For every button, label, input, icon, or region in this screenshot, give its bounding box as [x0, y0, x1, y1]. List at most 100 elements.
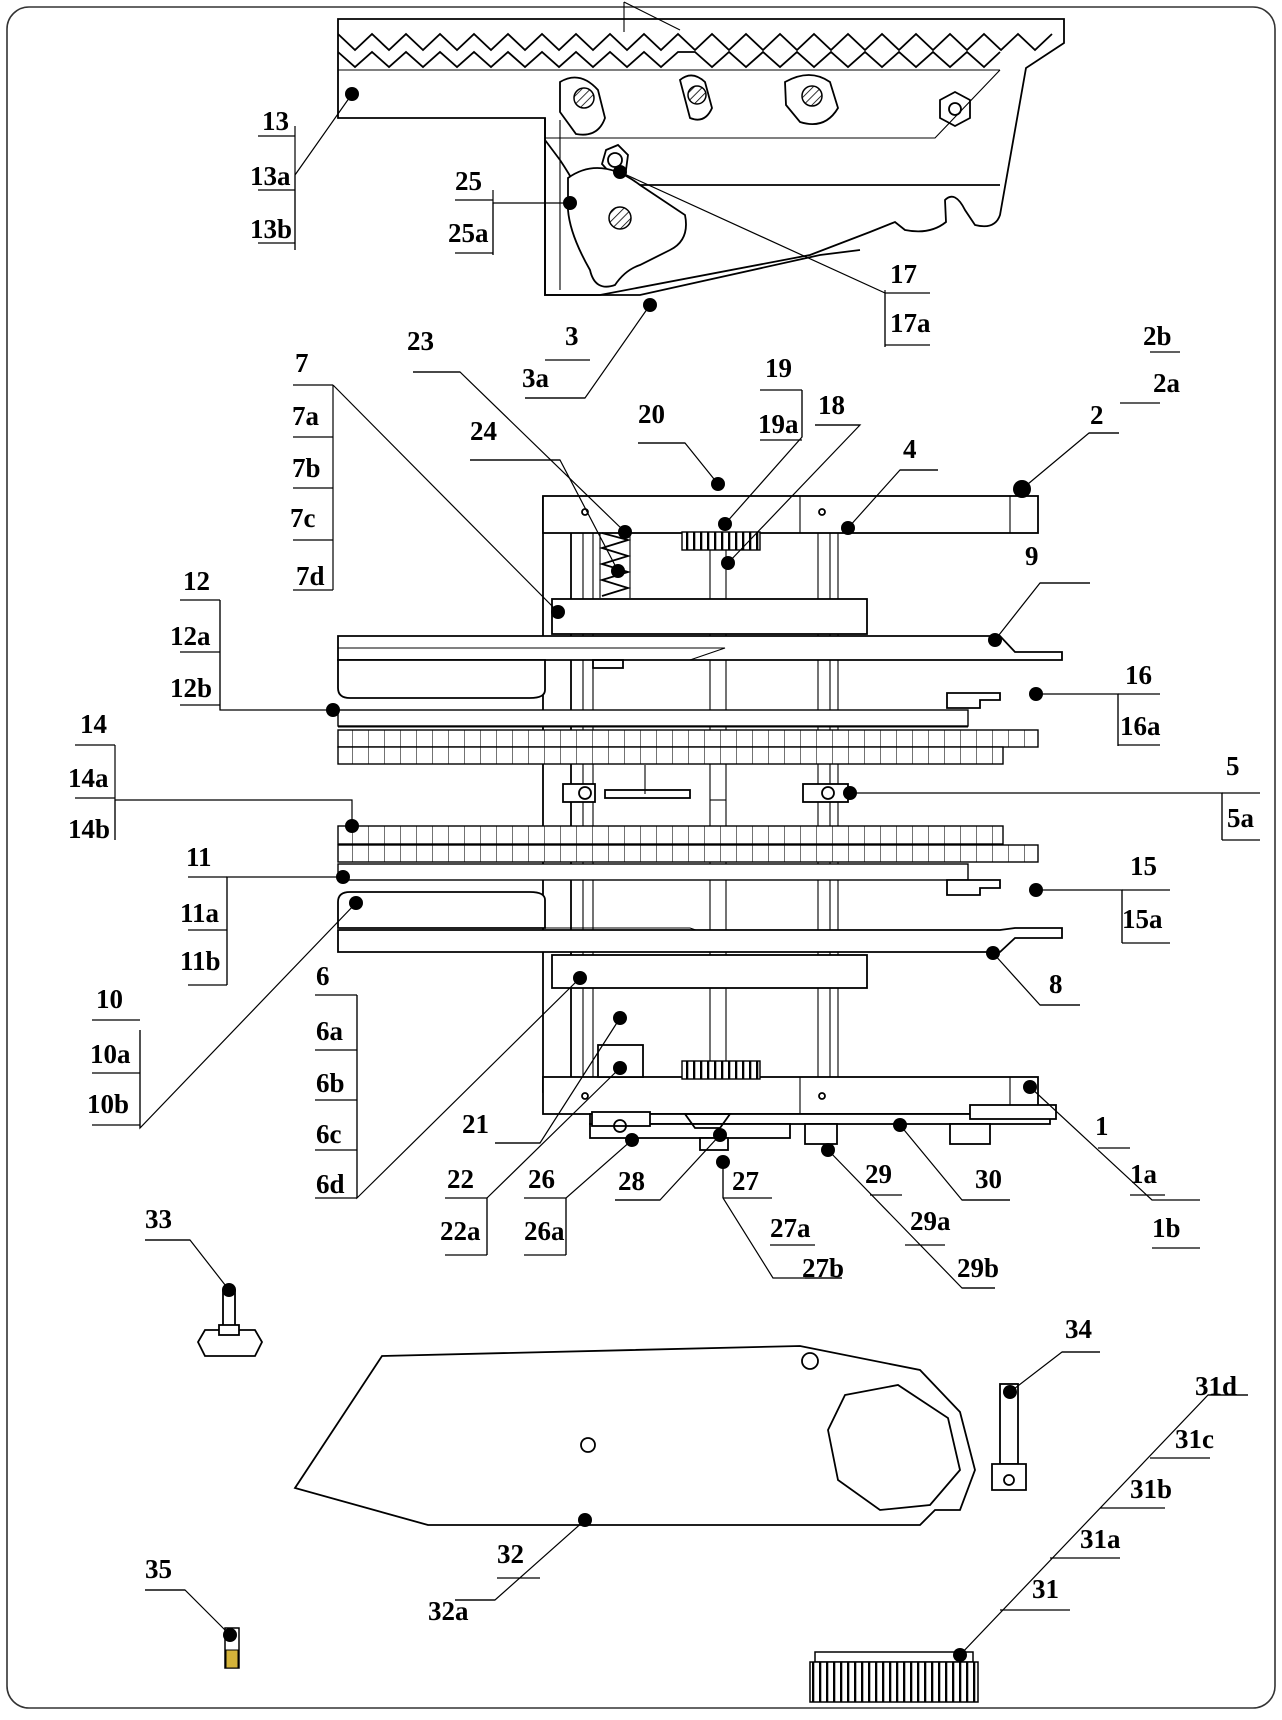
part-label-20: 20	[638, 399, 665, 429]
part-label-5a: 5a	[1227, 803, 1255, 833]
leader-line	[219, 600, 333, 711]
callout-13: 13 13a 13b	[250, 87, 359, 250]
part-label-2b: 2b	[1143, 321, 1172, 351]
leader-line	[145, 1589, 231, 1636]
part-label-3: 3	[565, 321, 579, 351]
leader-line	[565, 1139, 633, 1255]
callout-dot	[1029, 883, 1043, 897]
part-label-31a: 31a	[1080, 1524, 1121, 1554]
callout-3: 33a	[522, 298, 657, 399]
part-label-17a: 17a	[890, 308, 931, 338]
part-label-19a: 19a	[758, 409, 799, 439]
part-label-34: 34	[1065, 1314, 1092, 1344]
part-label-23: 23	[407, 326, 434, 356]
part-label-15a: 15a	[1122, 904, 1163, 934]
part-label-24: 24	[470, 416, 497, 446]
callout-dot	[563, 196, 577, 210]
callout-23: 23	[407, 326, 632, 539]
part-label-8: 8	[1049, 969, 1063, 999]
leader-line	[1009, 1351, 1100, 1393]
part-label-12b: 12b	[170, 673, 212, 703]
callout-dot	[1023, 1080, 1037, 1094]
leader-line	[638, 442, 719, 485]
part-label-11a: 11a	[180, 898, 220, 928]
leader-line	[145, 1239, 230, 1291]
part-label-31c: 31c	[1175, 1424, 1214, 1454]
part-label-10a: 10a	[90, 1039, 131, 1069]
callout-dot	[345, 87, 359, 101]
part-label-6: 6	[316, 961, 330, 991]
part-label-2a: 2a	[1153, 368, 1181, 398]
leader-line	[1021, 432, 1119, 490]
part-label-7: 7	[295, 348, 309, 378]
top-rack-assembly	[337, 1, 1065, 296]
callout-dot	[953, 1648, 967, 1662]
part-label-10b: 10b	[87, 1089, 129, 1119]
part-label-35: 35	[145, 1554, 172, 1584]
leader-line	[992, 952, 1080, 1006]
callout-dot	[893, 1118, 907, 1132]
part-label-13a: 13a	[250, 161, 291, 191]
part-label-32a: 32a	[428, 1596, 469, 1626]
callout-4: 4	[841, 434, 938, 535]
part-label-2: 2	[1090, 400, 1104, 430]
part-label-13b: 13b	[250, 214, 292, 244]
callout-dot	[345, 819, 359, 833]
part-label-14b: 14b	[68, 814, 110, 844]
callout-5: 55a	[843, 751, 1260, 841]
callout-dot	[1029, 687, 1043, 701]
callout-dot	[611, 564, 625, 578]
callout-33: 33	[145, 1204, 236, 1297]
callout-dot	[721, 556, 735, 570]
part-label-29a: 29a	[910, 1206, 951, 1236]
part-label-26a: 26a	[524, 1216, 565, 1246]
leader-line	[994, 582, 1090, 641]
callout-dot	[821, 1143, 835, 1157]
part-label-15: 15	[1130, 851, 1157, 881]
part-label-4: 4	[903, 434, 917, 464]
callout-8: 8	[986, 946, 1080, 1006]
callout-dot	[711, 477, 725, 491]
part-label-1: 1	[1095, 1111, 1109, 1141]
part-label-32: 32	[497, 1539, 524, 1569]
part-label-11: 11	[186, 842, 212, 872]
part-label-27: 27	[732, 1166, 759, 1196]
part-label-13: 13	[262, 106, 289, 136]
callout-dot	[988, 633, 1002, 647]
part-label-21: 21	[462, 1109, 489, 1139]
callout-dot	[551, 605, 565, 619]
part-label-14a: 14a	[68, 763, 109, 793]
callout-35: 35	[145, 1554, 237, 1642]
callout-dot	[841, 521, 855, 535]
callout-21: 21	[462, 1011, 627, 1144]
part-label-16: 16	[1125, 660, 1152, 690]
part-label-27b: 27b	[802, 1253, 844, 1283]
callout-dot	[1003, 1385, 1017, 1399]
leader-line	[1036, 693, 1119, 746]
callout-dot	[713, 1128, 727, 1142]
callout-dot	[223, 1628, 237, 1642]
callout-9: 9	[988, 541, 1090, 647]
part-label-22a: 22a	[440, 1216, 481, 1246]
callout-32: 32 32a	[428, 1513, 592, 1626]
part-label-1b: 1b	[1152, 1213, 1181, 1243]
callout-dot	[326, 703, 340, 717]
loose-parts	[196, 1289, 1027, 1703]
part-label-7a: 7a	[292, 401, 320, 431]
callout-dot	[625, 1133, 639, 1147]
part-label-18: 18	[818, 390, 845, 420]
